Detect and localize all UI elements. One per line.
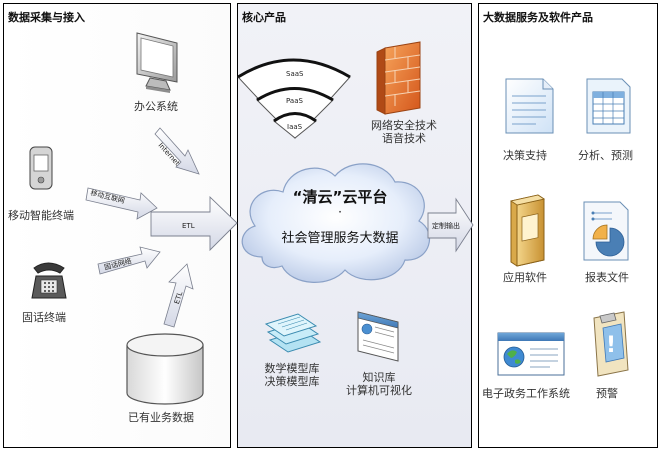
etl-main-arrow bbox=[150, 195, 238, 252]
mobile-terminal-label: 移动智能终端 bbox=[8, 209, 74, 222]
report-chart-icon bbox=[583, 201, 629, 261]
etl-database-arrow bbox=[163, 263, 194, 328]
database-icon bbox=[126, 333, 204, 405]
document-icon bbox=[505, 78, 554, 134]
report-file-label: 报表文件 bbox=[585, 271, 629, 284]
cloud-dot: · bbox=[338, 205, 342, 219]
cloud-service-layers bbox=[237, 58, 351, 139]
model-library-icon bbox=[264, 313, 322, 353]
e-government-system-label: 电子政务工作系统 bbox=[482, 387, 570, 400]
early-warning-label: 预警 bbox=[596, 387, 618, 400]
bigdata-services-title: 大数据服务及软件产品 bbox=[483, 11, 593, 24]
internet-arrow bbox=[154, 127, 200, 175]
iaas-layer-label: IaaS bbox=[287, 123, 303, 131]
application-software-label: 应用软件 bbox=[503, 271, 547, 284]
cloud-platform-subtitle: 社会管理服务大数据 bbox=[281, 231, 399, 246]
mobile-device-icon bbox=[29, 146, 53, 190]
core-products-title: 核心产品 bbox=[242, 11, 286, 24]
spreadsheet-icon bbox=[586, 78, 631, 134]
existing-data-label: 已有业务数据 bbox=[128, 411, 194, 424]
etl-main-arrow-label: ETL bbox=[182, 222, 195, 230]
e-government-window-icon bbox=[497, 332, 565, 376]
knowledge-base-label: 知识库 计算机可视化 bbox=[336, 371, 422, 397]
knowledge-base-line1: 知识库 bbox=[362, 371, 396, 384]
paas-layer-label: PaaS bbox=[286, 97, 303, 105]
office-system-label: 办公系统 bbox=[134, 100, 178, 113]
custom-output-label: 定制输出 bbox=[432, 222, 460, 230]
cloud-platform-icon bbox=[241, 163, 430, 283]
decision-support-label: 决策支持 bbox=[503, 149, 547, 162]
knowledge-window-icon bbox=[357, 311, 399, 362]
landline-terminal-label: 固话终端 bbox=[22, 311, 66, 324]
fixed-network-arrow bbox=[97, 246, 161, 275]
data-collection-title: 数据采集与接入 bbox=[8, 11, 85, 24]
analysis-forecast-label: 分析、预测 bbox=[578, 149, 633, 162]
saas-layer-label: SaaS bbox=[286, 70, 304, 78]
landline-phone-icon bbox=[31, 262, 67, 299]
warning-clipboard-icon: ! bbox=[593, 311, 629, 377]
security-tech-line2: 语音技术 bbox=[382, 132, 426, 145]
security-tech-line1: 网络安全技术 bbox=[371, 119, 437, 132]
model-library-label: 数学模型库 决策模型库 bbox=[252, 362, 332, 388]
security-tech-label: 网络安全技术 语音技术 bbox=[364, 119, 444, 145]
custom-output-arrow bbox=[427, 197, 474, 253]
mobile-internet-arrow bbox=[85, 187, 158, 220]
svg-text:!: ! bbox=[606, 333, 616, 358]
decision-model-library-label: 决策模型库 bbox=[264, 375, 320, 388]
firewall-icon bbox=[376, 41, 421, 115]
software-box-icon bbox=[509, 194, 546, 267]
office-computer-icon bbox=[136, 32, 178, 93]
visualization-line2: 计算机可视化 bbox=[346, 384, 412, 397]
math-model-library-label: 数学模型库 bbox=[264, 362, 320, 375]
cloud-platform-title: “清云”云平台 bbox=[292, 188, 388, 206]
